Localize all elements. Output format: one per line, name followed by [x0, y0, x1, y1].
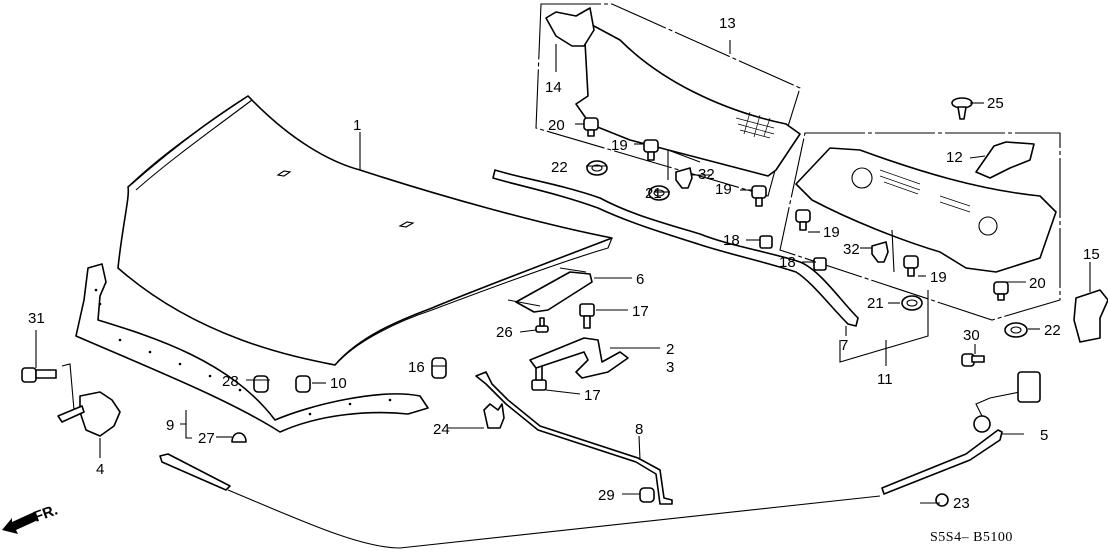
- front-direction-label: FR.: [32, 502, 61, 526]
- hood-part[interactable]: [117, 95, 613, 366]
- callout-5: 5: [1040, 427, 1048, 444]
- callout-9: 9: [166, 417, 174, 434]
- callout-17a: 17: [632, 303, 649, 320]
- callout-29: 29: [598, 487, 615, 504]
- callout-22a: 22: [551, 159, 568, 176]
- callout-21b: 21: [867, 295, 884, 312]
- callout-21a: 21: [645, 185, 662, 202]
- cowl-bracket-part[interactable]: [975, 141, 1035, 179]
- grommet-22b[interactable]: [1004, 322, 1028, 338]
- latch-bolt-leader: [61, 363, 75, 411]
- bolt-17b[interactable]: [531, 365, 547, 391]
- fastener-19c[interactable]: [795, 209, 811, 231]
- clip-32a[interactable]: [675, 167, 693, 189]
- callout-4: 4: [96, 461, 104, 478]
- clip-32b-bracket: [891, 229, 895, 273]
- callout-30: 30: [963, 327, 980, 344]
- front-direction-arrow-icon: FR.: [2, 502, 60, 534]
- callout-25: 25: [987, 95, 1004, 112]
- callout-19a: 19: [611, 137, 628, 154]
- callout-22b: 22: [1044, 322, 1061, 339]
- cowl-top-right-part[interactable]: [795, 147, 1057, 273]
- callout-1: 1: [353, 117, 361, 134]
- bolt-17a[interactable]: [579, 303, 595, 329]
- cushion-28[interactable]: [253, 375, 269, 393]
- callout-11: 11: [877, 371, 893, 388]
- cowl-clip-bracket-part[interactable]: [545, 7, 595, 47]
- leader-lines: [35, 40, 1091, 504]
- callout-31: 31: [28, 310, 45, 327]
- stud-bolt-26[interactable]: [535, 317, 549, 333]
- hood-bumper-16[interactable]: [431, 357, 447, 379]
- seal-clip-27[interactable]: [231, 432, 247, 443]
- callout-7: 7: [840, 337, 848, 354]
- callout-19c: 19: [823, 224, 840, 241]
- diagram-code: S5S4– B5100: [930, 530, 1013, 545]
- callout-13: 13: [719, 15, 736, 32]
- grommet-21b[interactable]: [901, 295, 923, 311]
- fastener-19b[interactable]: [751, 185, 767, 207]
- callout-28: 28: [222, 373, 239, 390]
- push-clip-25[interactable]: [951, 97, 973, 120]
- callout-32a: 32: [698, 166, 715, 183]
- fastener-19a[interactable]: [643, 139, 659, 161]
- callout-15: 15: [1083, 246, 1100, 263]
- grommet-21a[interactable]: [648, 185, 670, 201]
- hood-latch-part[interactable]: [57, 391, 121, 437]
- group-outline-cowl-right: [779, 132, 1061, 321]
- clip-32a-bracket: [667, 149, 701, 180]
- group-outline-seal: [839, 290, 929, 363]
- rear-seal-part[interactable]: [492, 169, 859, 327]
- callout-17b: 17: [584, 387, 601, 404]
- callout-20a: 20: [548, 117, 565, 134]
- callout-12: 12: [946, 149, 963, 166]
- callout-3: 3: [666, 359, 674, 376]
- latch-bolt-31[interactable]: [21, 367, 57, 383]
- callout-27: 27: [198, 430, 215, 447]
- hood-hinge-part[interactable]: [529, 337, 629, 379]
- callout-18b: 18: [779, 254, 796, 271]
- release-handle-bracket-part[interactable]: [1073, 289, 1108, 343]
- callout-20b: 20: [1029, 275, 1046, 292]
- front-seal-part[interactable]: [75, 263, 429, 433]
- callout-2: 2: [666, 341, 674, 358]
- cushion-10[interactable]: [295, 375, 311, 393]
- release-cable-part[interactable]: [159, 371, 1041, 549]
- bolt-30[interactable]: [961, 353, 985, 367]
- hood-stay-bracket-part[interactable]: [507, 267, 593, 313]
- callout-18a: 18: [723, 232, 740, 249]
- callout-24: 24: [433, 421, 450, 438]
- grommet-22a[interactable]: [586, 160, 608, 176]
- callout-26: 26: [496, 324, 513, 341]
- callout-16: 16: [408, 359, 425, 376]
- callout-32b: 32: [843, 241, 860, 258]
- callout-8: 8: [635, 421, 643, 438]
- callout-23: 23: [953, 495, 970, 512]
- callout-14: 14: [545, 79, 562, 96]
- callout-10: 10: [330, 375, 347, 392]
- callout-19b: 19: [715, 181, 732, 198]
- fastener-19d[interactable]: [903, 255, 919, 277]
- fastener-20a[interactable]: [583, 117, 599, 137]
- callout-6: 6: [636, 271, 644, 288]
- callout-19d: 19: [930, 269, 947, 286]
- clip-32b[interactable]: [871, 241, 889, 263]
- hood-support-rod-part[interactable]: [475, 371, 673, 505]
- nut-clip-18a[interactable]: [759, 235, 773, 249]
- cowl-top-left-part[interactable]: [575, 25, 801, 177]
- rod-holder-24[interactable]: [483, 403, 505, 429]
- rod-grommet-29[interactable]: [639, 487, 655, 503]
- fastener-20b[interactable]: [993, 281, 1009, 301]
- cable-clip-23[interactable]: [935, 493, 949, 507]
- nut-clip-18b[interactable]: [813, 257, 827, 271]
